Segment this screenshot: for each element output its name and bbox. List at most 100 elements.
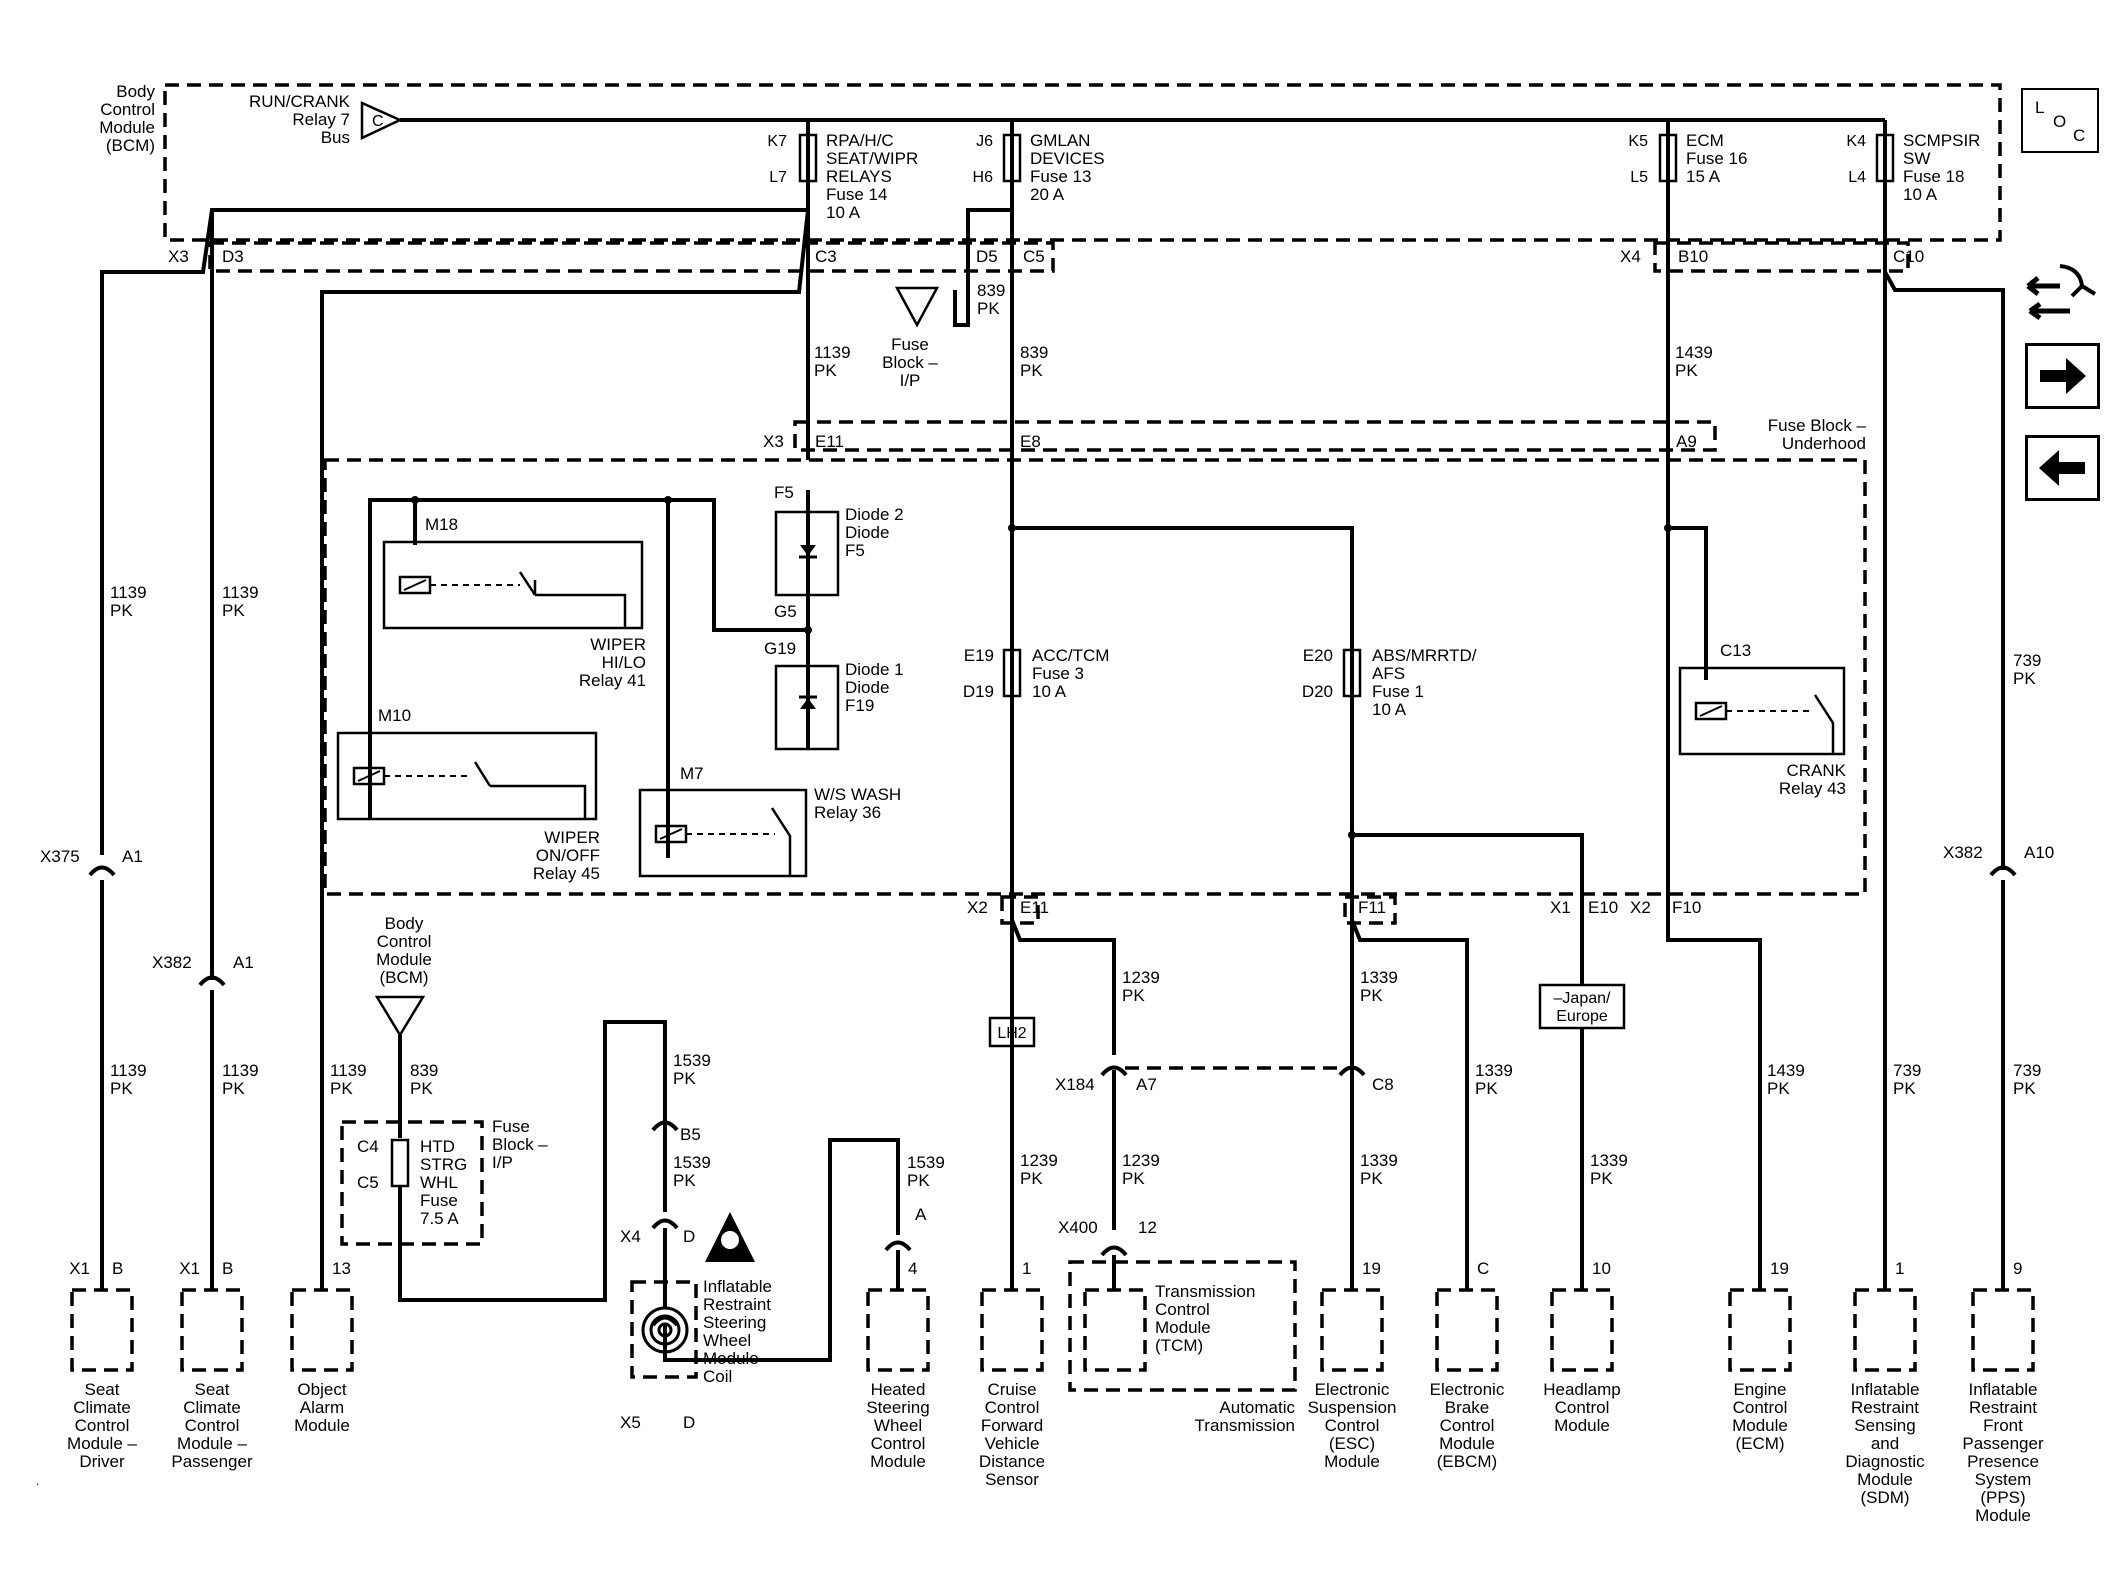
svg-text:SW: SW (1903, 149, 1930, 168)
svg-text:(BCM): (BCM) (379, 968, 428, 987)
module-label-line: Module (1439, 1434, 1495, 1453)
previous-page-button[interactable] (2025, 435, 2100, 501)
wire-label: PK (2013, 1079, 2036, 1098)
module-pin: B (112, 1259, 123, 1278)
module-label-line: Presence (1967, 1452, 2039, 1471)
conn-f11 (1343, 895, 1397, 925)
module-connector-name: X1 (179, 1259, 200, 1278)
wire-label: 1339 (1360, 968, 1398, 987)
inline-connector-x184: X184 A7 (1055, 1065, 1157, 1094)
svg-text:X375: X375 (40, 847, 80, 866)
module-connector-name: X1 (69, 1259, 90, 1278)
svg-text:L5: L5 (1630, 169, 1648, 186)
svg-text:A9: A9 (1676, 432, 1697, 451)
svg-text:E20: E20 (1303, 646, 1333, 665)
wiper-feed-wire (368, 498, 808, 820)
svg-text:Fuse 14: Fuse 14 (826, 185, 887, 204)
svg-text:ABS/MRRTD/: ABS/MRRTD/ (1372, 646, 1477, 665)
wire-label: PK (1590, 1169, 1613, 1188)
bcm-ground-ref: Body Control Module (BCM) (376, 914, 432, 987)
wire-label: PK (330, 1079, 353, 1098)
automatic-transmission-group (1068, 1260, 1297, 1392)
wire-headlamp (1352, 833, 1584, 985)
module-label-line: (SDM) (1860, 1488, 1909, 1507)
harness-locator-icon[interactable] (2020, 256, 2105, 331)
module-label-line: Front (1983, 1416, 2023, 1435)
module-label-line: Control (1440, 1416, 1495, 1435)
module-pin: 1 (1022, 1259, 1031, 1278)
wire-1239-tcm (1010, 919, 1116, 1055)
next-page-button[interactable] (2025, 343, 2100, 409)
corner-dot: . (36, 1474, 39, 1488)
svg-text:C13: C13 (1720, 641, 1751, 660)
wire-label: 1139 (814, 343, 851, 362)
module-label-line: Restraint (1851, 1398, 1919, 1417)
svg-text:Fuse 18: Fuse 18 (1903, 167, 1964, 186)
module-label-line: Headlamp (1543, 1380, 1621, 1399)
bcm-boundary (163, 83, 2002, 242)
diode-f19: G19 Diode 1 Diode F19 (764, 620, 904, 751)
svg-text:M7: M7 (680, 764, 704, 783)
svg-text:E19: E19 (964, 646, 994, 665)
module-label-line: Module – (67, 1434, 137, 1453)
clockspring-coil-icon (641, 1306, 689, 1354)
module-pin: 1 (1895, 1259, 1904, 1278)
locator-button[interactable]: L O C (2021, 88, 2099, 153)
module-label-line: Module – (177, 1434, 247, 1453)
wire-label: 1139 (110, 583, 147, 602)
svg-text:15 A: 15 A (1686, 167, 1721, 186)
svg-text:L7: L7 (769, 169, 787, 186)
module-label-line: Engine (1734, 1380, 1787, 1399)
svg-text:Fuse Block –: Fuse Block – (1768, 416, 1867, 435)
svg-text:ECM: ECM (1686, 131, 1724, 150)
module-label-line: Distance (979, 1452, 1045, 1471)
svg-text:G5: G5 (774, 602, 797, 621)
module-label-line: and (1871, 1434, 1899, 1453)
svg-text:–Japan/: –Japan/ (1554, 990, 1611, 1007)
svg-text:H6: H6 (973, 169, 994, 186)
wire-label: PK (1122, 1169, 1145, 1188)
module-label-line: Climate (183, 1398, 241, 1417)
splice-dot (664, 496, 672, 504)
svg-text:12: 12 (1138, 1218, 1157, 1237)
lh2-label: LH2 (997, 1025, 1026, 1042)
svg-text:F19: F19 (845, 696, 874, 715)
japan-europe-box (1538, 983, 1626, 1030)
module-sdm: 1InflatableRestraintSensingandDiagnostic… (1845, 1259, 1925, 1507)
airbag-coil-label: Inflatable Restraint Steering Wheel Modu… (703, 1277, 772, 1386)
svg-text:10 A: 10 A (1372, 700, 1407, 719)
underhood-title: Fuse Block – Underhood X3 E11 E8 A9 (763, 416, 1867, 453)
next-page-arrow-icon (2040, 358, 2086, 394)
wire-label: 1139 (330, 1061, 367, 1080)
module-pps: 9InflatableRestraintFrontPassengerPresen… (1962, 1259, 2044, 1525)
svg-text:10 A: 10 A (826, 203, 861, 222)
svg-text:X4: X4 (620, 1227, 641, 1246)
svg-text:Control: Control (1155, 1300, 1210, 1319)
conn-x2-e11 (1000, 895, 1040, 925)
inline-connector-x375: X375 A1 (40, 847, 143, 877)
relay-wiper-hilo: M18 WIPER HI/LO Relay 41 (382, 515, 646, 690)
module-label-line: Module (870, 1452, 926, 1471)
module-label-line: Driver (79, 1452, 125, 1471)
fuse-e20: E20 D20 ABS/MRRTD/ AFS Fuse 1 10 A (1302, 646, 1477, 719)
svg-text:Relay 41: Relay 41 (579, 671, 646, 690)
wire-label: 1339 (1475, 1061, 1513, 1080)
svg-text:RUN/CRANK: RUN/CRANK (249, 92, 351, 111)
relay-ws-wash: M7 W/S WASH Relay 36 (638, 764, 901, 878)
wire-label: PK (673, 1069, 696, 1088)
wire-label: 1139 (110, 1061, 147, 1080)
inline-connector-b5: B5 (651, 1120, 701, 1144)
svg-text:M10: M10 (378, 706, 411, 725)
svg-text:20 A: 20 A (1030, 185, 1065, 204)
svg-text:Restraint: Restraint (703, 1295, 771, 1314)
htd-fuse (390, 1138, 410, 1188)
wire-label: PK (1122, 986, 1145, 1005)
svg-text:Fuse: Fuse (891, 335, 929, 354)
airbag-warning-icon (705, 1212, 755, 1262)
svg-text:GMLAN: GMLAN (1030, 131, 1090, 150)
